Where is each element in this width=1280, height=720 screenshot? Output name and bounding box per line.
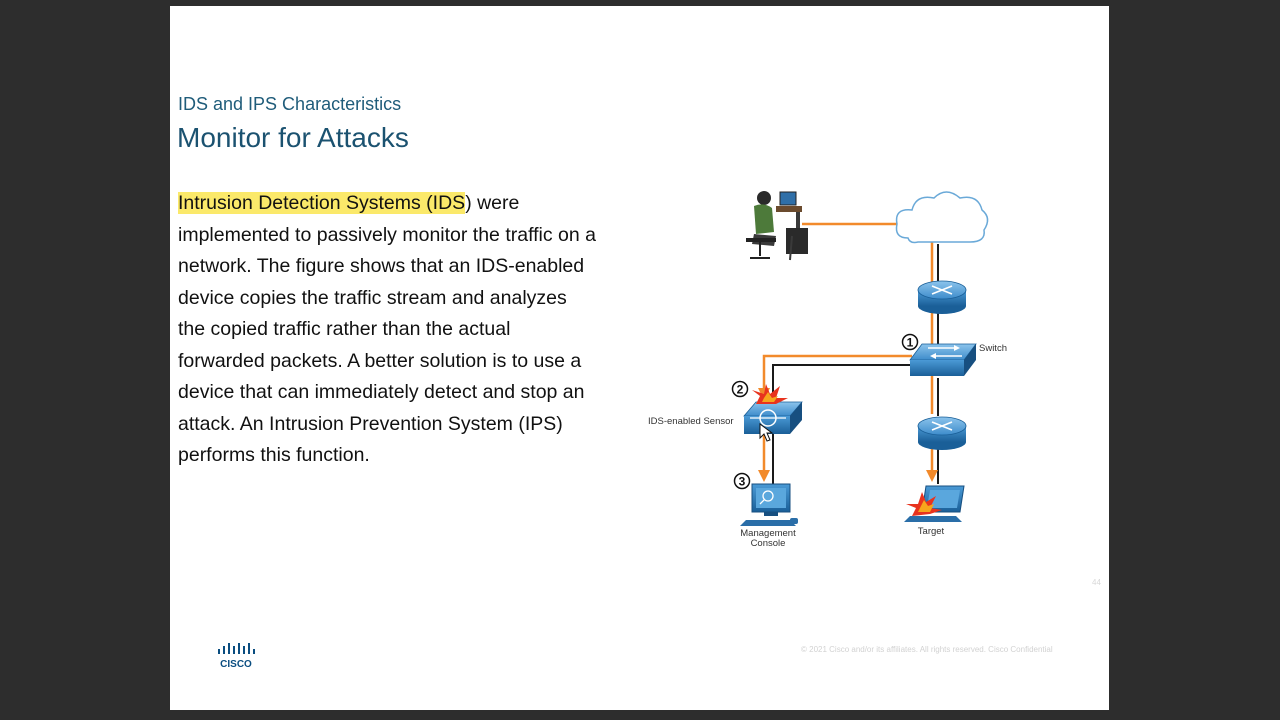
copyright-notice: © 2021 Cisco and/or its affiliates. All … [801,645,1053,654]
body-paragraph: Intrusion Detection Systems (IDS) were i… [178,188,598,472]
target-laptop-icon [904,485,965,522]
link-switch-sensor [772,364,912,398]
link-lines [758,222,939,486]
step-marker-3: 3 [733,472,751,490]
slide-title: Monitor for Attacks [177,122,409,153]
arrow-to-target [926,470,938,482]
label-switch: Switch [979,343,1007,354]
step-marker-2: 2 [731,380,749,398]
router-icon [917,280,967,314]
body-text-rest: ) were implemented to passively monitor … [178,192,597,466]
internet-cloud-icon [895,191,989,244]
cisco-logo: CISCO [218,643,255,670]
svg-text:3: 3 [739,475,746,489]
attack-burst-icon [752,384,788,404]
arrow-to-console [758,470,770,482]
svg-text:CISCO: CISCO [220,659,252,670]
link-copy-path [762,354,912,390]
label-management: Management [740,528,796,539]
svg-text:1: 1 [907,336,914,350]
attacker-workstation-icon [746,191,808,261]
router-icon [917,416,967,450]
network-diagram: 1 2 3 Switch IDS-enabled Sensor Manageme… [648,191,1007,549]
svg-text:2: 2 [737,383,744,397]
label-ids-sensor: IDS-enabled Sensor [648,416,734,427]
page-number: 44 [1092,578,1101,587]
slide: IDS and IPS Characteristics Monitor for … [170,6,1109,710]
mouse-cursor-icon [759,423,774,442]
slide-subtitle: IDS and IPS Characteristics [178,94,402,114]
ids-sensor-icon [743,401,803,434]
label-console: Console [751,538,786,549]
switch-icon [909,343,977,376]
step-marker-1: 1 [901,333,919,351]
highlighted-term: Intrusion Detection Systems (IDS [178,192,466,214]
management-console-icon [740,483,798,526]
label-target: Target [918,526,945,537]
